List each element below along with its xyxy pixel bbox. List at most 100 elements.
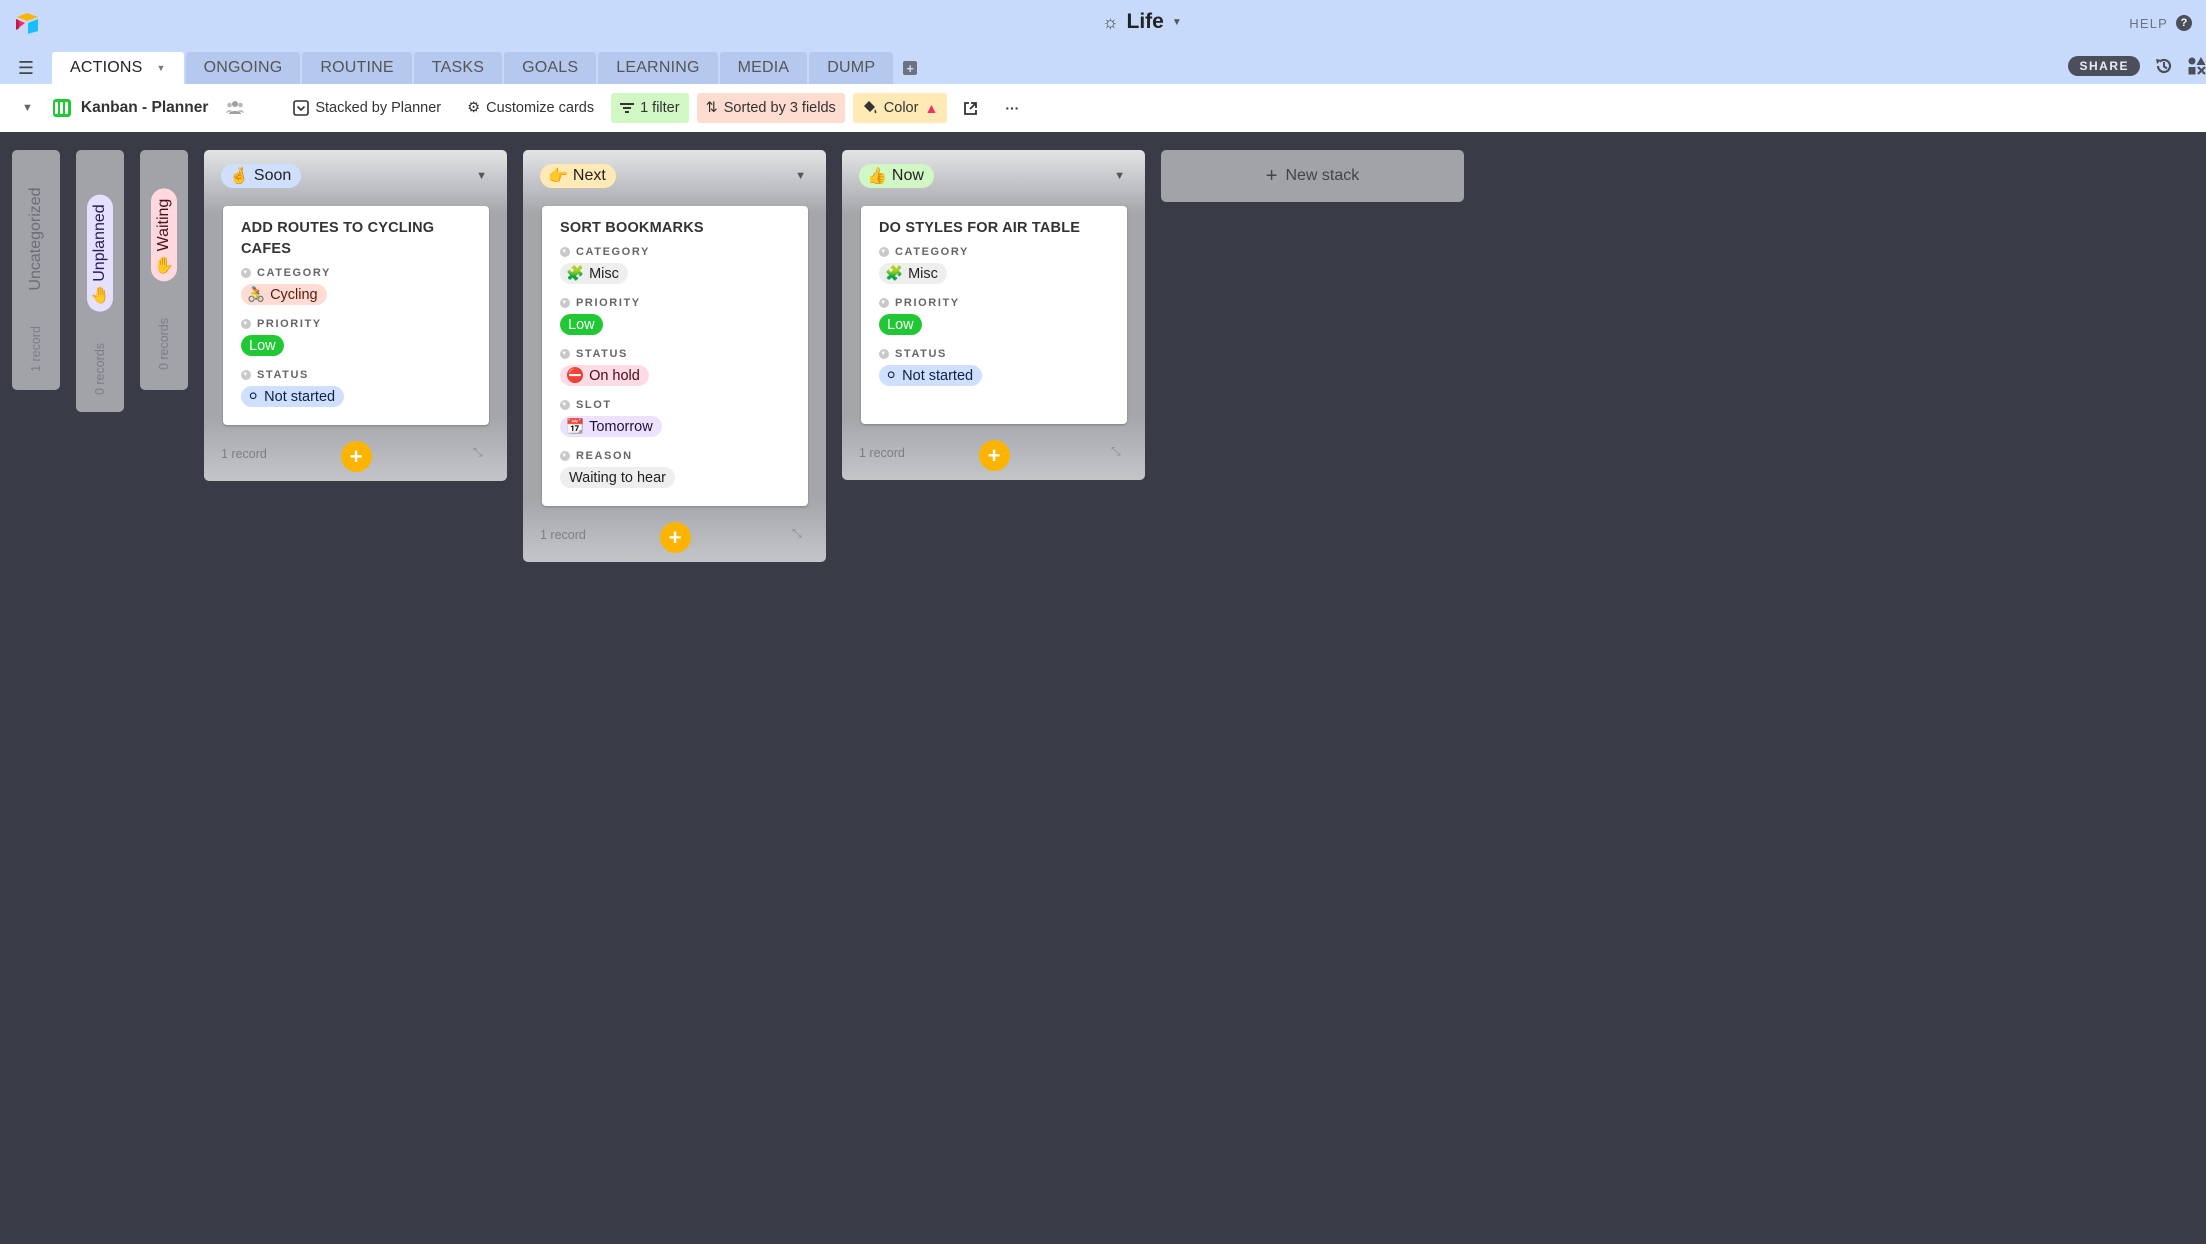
tab-media[interactable]: MEDIA: [719, 52, 808, 84]
tab-label: TASKS: [431, 59, 485, 76]
field-slot: ▼SLOT 📆 Tomorrow: [560, 399, 790, 437]
collapse-sidebar-icon[interactable]: ▼: [22, 102, 33, 114]
stack-now: 👍 Now ▼ DO STYLES FOR AIR TABLE ▼CATEGOR…: [842, 150, 1145, 480]
priority-chip: Low: [241, 335, 284, 356]
collapse-arrows-icon[interactable]: ⤡: [792, 526, 802, 540]
stack-footer: 1 record + ⤡: [842, 424, 1145, 480]
share-view-button[interactable]: [955, 93, 985, 123]
stack-name: ✋ Waiting: [151, 188, 177, 282]
stack-label: 👉 Next: [540, 164, 616, 188]
stacked-by-button[interactable]: Stacked by Planner: [284, 93, 450, 123]
collapsed-stack-waiting[interactable]: ✋ Waiting 0 records: [140, 150, 188, 390]
add-record-button[interactable]: +: [659, 522, 691, 553]
tab-actions[interactable]: ACTIONS ▼: [52, 52, 184, 84]
tab-tasks[interactable]: TASKS: [413, 52, 503, 84]
stack-footer: 1 record + ⤡: [523, 506, 826, 562]
paint-bucket-icon: [863, 101, 877, 114]
stack-menu-chevron-icon[interactable]: ▼: [1114, 170, 1125, 182]
collaborative-view-icon[interactable]: [226, 100, 245, 117]
reason-chip: Waiting to hear: [560, 467, 675, 488]
field-category: ▼CATEGORY 🧩 Misc: [879, 246, 969, 284]
filter-icon: [620, 103, 635, 113]
status-chip: ⚪ Not started: [241, 386, 345, 407]
color-label: Color: [883, 100, 919, 116]
thumbs-up-icon: 👍: [867, 168, 887, 185]
single-select-icon: ▼: [560, 298, 570, 308]
field-status: ▼STATUS ⚪ Not started: [241, 369, 471, 407]
customize-cards-button[interactable]: ⚙ Customize cards: [458, 93, 603, 123]
tab-ongoing[interactable]: ONGOING: [185, 52, 301, 84]
tab-label: LEARNING: [616, 59, 700, 76]
record-card[interactable]: DO STYLES FOR AIR TABLE ▼CATEGORY 🧩 Misc…: [861, 206, 1127, 424]
add-table-button[interactable]: +: [895, 52, 925, 84]
stack-footer: 1 record + ⤡: [204, 425, 507, 481]
tab-dump[interactable]: DUMP: [809, 52, 894, 84]
kanban-board: Uncategorized 1 record 🤚 Unplanned 0 rec…: [0, 132, 2206, 1244]
warning-icon: ▲: [924, 100, 939, 116]
category-chip: 🧩 Misc: [879, 263, 947, 284]
stack-field-icon: [293, 100, 310, 116]
tab-learning[interactable]: LEARNING: [598, 52, 718, 84]
tab-label: ACTIONS: [70, 59, 143, 76]
single-select-icon: ▼: [879, 349, 889, 359]
filter-button[interactable]: 1 filter: [611, 93, 689, 123]
crossed-fingers-icon: 🤞: [229, 168, 249, 185]
view-toolbar: ▼ Kanban - Planner Stacked by Planner ⚙ …: [0, 84, 2206, 132]
help-button[interactable]: HELP ?: [2129, 15, 2192, 31]
single-select-icon: ▼: [241, 370, 251, 380]
cyclist-icon: 🚴: [247, 287, 266, 303]
sort-arrows-icon: ⇅: [705, 100, 718, 116]
field-status: ▼STATUS ⚪ Not started: [879, 348, 1109, 386]
ellipsis-icon: ···: [1005, 100, 1020, 116]
customize-cards-label: Customize cards: [486, 100, 595, 116]
chevron-down-icon[interactable]: ▼: [156, 63, 166, 73]
collapsed-stack-uncategorized[interactable]: Uncategorized 1 record: [12, 150, 60, 390]
base-name: Life: [1126, 10, 1164, 33]
field-priority: ▼PRIORITY Low: [879, 297, 1109, 335]
collapse-arrows-icon[interactable]: ⤡: [473, 445, 483, 459]
help-label: HELP: [2129, 15, 2168, 31]
airtable-logo-icon[interactable]: [14, 12, 40, 34]
field-category: ▼CATEGORY 🧩 Misc: [560, 246, 650, 284]
stack-header: 👉 Next ▼: [523, 150, 826, 200]
tab-label: MEDIA: [737, 59, 790, 76]
calendar-icon: 📆: [566, 419, 585, 435]
hamburger-menu-icon[interactable]: ☰: [17, 57, 35, 78]
more-options-button[interactable]: ···: [997, 93, 1027, 123]
record-card[interactable]: SORT BOOKMARKS ▼CATEGORY 🧩 Misc ▼PRIORIT…: [542, 206, 808, 506]
slot-chip: 📆 Tomorrow: [560, 416, 662, 437]
tab-label: ONGOING: [203, 59, 283, 76]
base-title[interactable]: ☼ Life ▼: [1102, 10, 1182, 34]
tab-label: ROUTINE: [320, 59, 394, 76]
filter-label: 1 filter: [640, 100, 680, 116]
single-select-icon: ▼: [560, 400, 570, 410]
stack-header: 👍 Now ▼: [842, 150, 1145, 200]
stack-name: 🤚 Unplanned: [87, 194, 113, 312]
record-count: 1 record: [540, 528, 586, 542]
apps-blocks-icon[interactable]: [2188, 57, 2206, 75]
pointing-right-icon: 👉: [548, 168, 568, 185]
collapse-arrows-icon[interactable]: ⤡: [1111, 444, 1121, 458]
stack-menu-chevron-icon[interactable]: ▼: [795, 170, 806, 182]
stack-label: 👍 Now: [859, 164, 934, 188]
stack-menu-chevron-icon[interactable]: ▼: [476, 170, 487, 182]
collapsed-stack-unplanned[interactable]: 🤚 Unplanned 0 records: [76, 150, 124, 412]
priority-chip: Low: [560, 314, 603, 335]
header-actions: SHARE: [2068, 56, 2206, 76]
color-button[interactable]: Color ▲: [852, 93, 948, 123]
history-icon[interactable]: [2154, 56, 2174, 76]
single-select-icon: ▼: [560, 451, 570, 461]
share-button[interactable]: SHARE: [2068, 56, 2140, 76]
tab-label: DUMP: [827, 59, 876, 76]
sort-button[interactable]: ⇅ Sorted by 3 fields: [696, 93, 845, 123]
record-count: 1 record: [221, 447, 267, 461]
white-circle-icon: ⚪: [885, 367, 898, 384]
add-record-button[interactable]: +: [978, 440, 1010, 471]
view-name[interactable]: Kanban - Planner: [80, 99, 209, 116]
tab-routine[interactable]: ROUTINE: [302, 52, 412, 84]
new-stack-button[interactable]: + New stack: [1161, 150, 1464, 202]
tab-goals[interactable]: GOALS: [504, 52, 597, 84]
add-record-button[interactable]: +: [340, 441, 372, 472]
single-select-icon: ▼: [241, 319, 251, 329]
record-card[interactable]: ADD ROUTES TO CYCLING CAFES ▼CATEGORY 🚴 …: [223, 206, 489, 425]
